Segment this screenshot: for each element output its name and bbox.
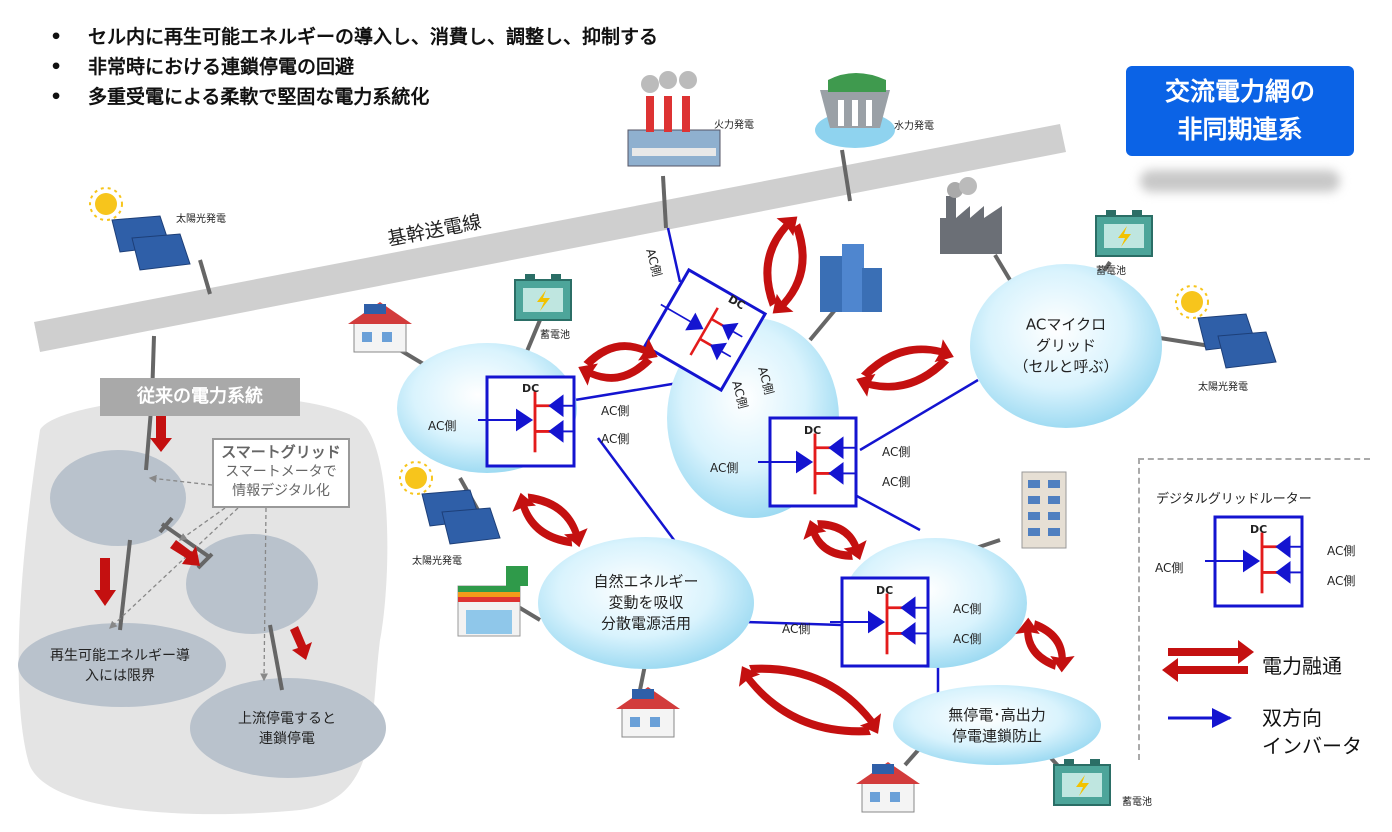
microgrid-cell-label: ACマイクロ グリッド （セルと呼ぶ） bbox=[1013, 315, 1118, 378]
solar-label: 太陽光発電 bbox=[176, 214, 226, 225]
label-line: 自然エネルギー bbox=[593, 572, 699, 591]
cascade-outage-label: 上流停電すると 連鎖停電 bbox=[238, 709, 336, 749]
router-ac-label: AC側 bbox=[782, 622, 811, 636]
legend-frame bbox=[1138, 458, 1370, 760]
label-line: 停電連鎖防止 bbox=[951, 727, 1043, 745]
renewable-limit-label: 再生可能エネルギー導 入には限界 bbox=[50, 646, 190, 686]
legend-router-symbol bbox=[1203, 515, 1304, 608]
digital-grid-router-3 bbox=[756, 416, 858, 508]
router-ac-label: AC側 bbox=[882, 445, 911, 459]
office-buildings-icon bbox=[820, 244, 882, 312]
router-ac-label: AC側 bbox=[710, 461, 739, 475]
bullet-item: セル内に再生可能エネルギーの導入し、消費し、調整し、抑制する bbox=[50, 22, 658, 52]
legacy-flow-arrows bbox=[94, 416, 312, 660]
router-ac-label: AC側 bbox=[1327, 574, 1356, 588]
digital-grid-router-1 bbox=[476, 375, 577, 468]
legend-power-flow-label: 電力融通 bbox=[1262, 654, 1342, 678]
router-dc-label: DC bbox=[522, 382, 540, 395]
thermal-plant-label: 火力発電 bbox=[714, 120, 754, 131]
badge-line: 交流電力網の bbox=[1164, 77, 1315, 106]
natural-energy-cell-label: 自然エネルギー 変動を吸収 分散電源活用 bbox=[593, 572, 698, 635]
router-ac-label: AC側 bbox=[428, 419, 457, 433]
battery-label: 蓄電池 bbox=[540, 330, 570, 341]
router-ac-label: AC側 bbox=[953, 632, 982, 646]
battery-icon bbox=[514, 273, 572, 321]
battery-label: 蓄電池 bbox=[1096, 266, 1126, 277]
smart-grid-line: 情報デジタル化 bbox=[232, 483, 330, 499]
legend-router-title: デジタルグリッドルーター bbox=[1156, 492, 1312, 507]
label-line: 変動を吸収 bbox=[608, 593, 684, 612]
power-flow-arrows bbox=[512, 216, 1254, 736]
router-dc-label: DC bbox=[1250, 523, 1268, 536]
label-line: 無停電･高出力 bbox=[948, 706, 1046, 724]
smart-grid-title: スマートグリッド bbox=[221, 443, 341, 461]
badge-line: 非同期連系 bbox=[1177, 115, 1303, 144]
smart-grid-line: スマートメータで bbox=[225, 464, 337, 480]
factory-icon bbox=[940, 177, 1002, 254]
label-line: グリッド bbox=[1035, 336, 1097, 355]
solar-label: 太陽光発電 bbox=[412, 556, 462, 567]
router-ac-label: AC側 bbox=[1327, 544, 1356, 558]
solar-panel-icon bbox=[399, 461, 501, 545]
label-line: 連鎖停電 bbox=[259, 731, 315, 747]
label-line: ACマイクロ bbox=[1025, 315, 1107, 334]
hydro-plant-label: 水力発電 bbox=[894, 121, 934, 132]
digital-grid-router-4 bbox=[828, 576, 930, 668]
bullet-item: 多重受電による柔軟で堅固な電力系統化 bbox=[50, 82, 658, 112]
backbone-transmission-line bbox=[34, 124, 1066, 352]
router-dc-label: DC bbox=[876, 584, 894, 597]
solar-panel-icon bbox=[89, 187, 191, 271]
label-line: 分散電源活用 bbox=[600, 614, 692, 633]
label-line: （セルと呼ぶ） bbox=[1013, 357, 1119, 376]
label-line: 再生可能エネルギー導 bbox=[50, 648, 190, 664]
apartment-building-icon bbox=[1021, 471, 1067, 549]
battery-label: 蓄電池 bbox=[1122, 797, 1152, 808]
legend-inverter-label: 双方向 インバータ bbox=[1262, 704, 1362, 760]
badge-shadow bbox=[1140, 170, 1340, 192]
label-line: 入には限界 bbox=[85, 668, 155, 684]
label-line: 双方向 bbox=[1262, 706, 1322, 730]
solar-panel-icon bbox=[1175, 285, 1277, 369]
smart-meter-links bbox=[109, 474, 268, 682]
uninterrupted-cell-label: 無停電･高出力 停電連鎖防止 bbox=[948, 705, 1046, 747]
title-badge: 交流電力網の 非同期連系 bbox=[1126, 66, 1354, 156]
feature-bullets: セル内に再生可能エネルギーの導入し、消費し、調整し、抑制する 非常時における連鎖… bbox=[50, 22, 658, 112]
house-icon bbox=[347, 301, 413, 353]
battery-icon bbox=[1053, 758, 1111, 806]
hydro-plant-icon bbox=[815, 73, 895, 148]
label-line: インバータ bbox=[1262, 734, 1362, 758]
house-icon bbox=[615, 686, 681, 738]
smart-grid-box: スマートグリッド スマートメータで 情報デジタル化 bbox=[212, 438, 350, 508]
convenience-store-icon bbox=[457, 566, 528, 637]
router-ac-label: AC側 bbox=[601, 404, 630, 418]
legacy-nodes bbox=[18, 397, 386, 778]
battery-icon bbox=[1095, 209, 1153, 257]
legacy-system-title: 従来の電力系統 bbox=[100, 378, 300, 416]
house-icon bbox=[855, 761, 921, 813]
router-ac-label: AC側 bbox=[1155, 561, 1184, 575]
digital-grid-router-2 bbox=[642, 267, 768, 393]
solar-label: 太陽光発電 bbox=[1198, 382, 1248, 393]
label-line: 上流停電すると bbox=[238, 711, 336, 727]
router-ac-label: AC側 bbox=[953, 602, 982, 616]
router-ac-label: AC側 bbox=[882, 475, 911, 489]
bullet-item: 非常時における連鎖停電の回避 bbox=[50, 52, 658, 82]
router-dc-label: DC bbox=[804, 424, 822, 437]
router-ac-label: AC側 bbox=[601, 432, 630, 446]
legend-inverter-arrow bbox=[1168, 708, 1232, 728]
